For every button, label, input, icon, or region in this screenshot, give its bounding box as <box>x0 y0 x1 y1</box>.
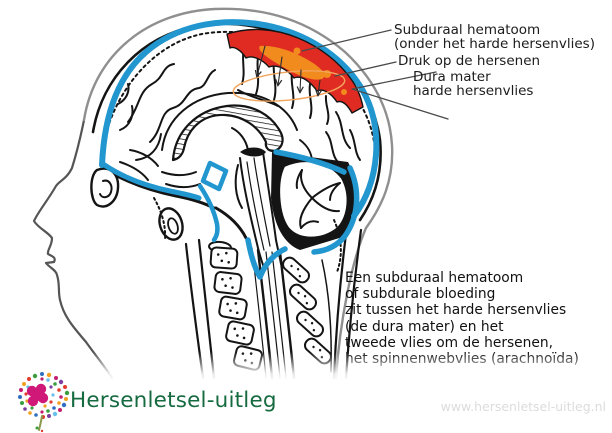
hematoma-label-line1: Subduraal hematoom <box>394 22 541 38</box>
skull-base <box>90 167 342 273</box>
vertebral-bodies <box>209 246 263 371</box>
brain-dots-logo <box>18 372 70 433</box>
brand-name: Hersenletsel-uitleg <box>70 388 277 413</box>
pressure-leader-line <box>334 61 397 77</box>
cervical-spine <box>184 228 363 380</box>
footer: Hersenletsel-uitleg www.hersenletsel-uit… <box>0 366 612 433</box>
brainstem <box>234 147 282 269</box>
corpus-callosum <box>171 104 284 162</box>
hematoma-label: Subduraal hematoom (onder het harde hers… <box>394 22 595 52</box>
pressure-arrows <box>257 45 320 95</box>
website-url: www.hersenletsel-uitleg.nl <box>440 399 606 414</box>
dura-leader-arrow <box>351 71 449 120</box>
description-line: of subdurale bloeding <box>345 286 496 303</box>
hematoma-label-line2: (onder het harde hersenvlies) <box>394 35 595 52</box>
dura-label-line1: Dura mater <box>413 69 491 85</box>
logo-flower <box>26 383 49 407</box>
footer-fade <box>0 352 612 433</box>
pressure-ellipse <box>232 70 346 102</box>
face-profile <box>32 118 114 380</box>
description-line: tweede vlies om de hersenen, <box>345 334 554 351</box>
description-line: zit tussen het harde hersenvlies <box>345 302 567 319</box>
dura-label-line2: harde hersenvlies <box>413 82 534 99</box>
description-line: (de dura mater) en het <box>345 318 504 335</box>
pressure-label: Druk op de hersenen <box>398 53 541 69</box>
description-line: Een subduraal hematoom <box>345 270 524 286</box>
hematoma-leader-line <box>301 29 392 52</box>
pressure-indicator <box>232 45 346 102</box>
line-art <box>32 7 394 380</box>
orbit <box>90 167 120 208</box>
fornix-line <box>231 127 249 151</box>
dura-mater-path <box>99 19 380 280</box>
vertebral-arches <box>281 256 333 365</box>
leader-lines <box>301 29 449 120</box>
dura-label: Dura mater harde hersenvlies <box>413 69 534 99</box>
cingulate-sulcus <box>161 91 298 151</box>
